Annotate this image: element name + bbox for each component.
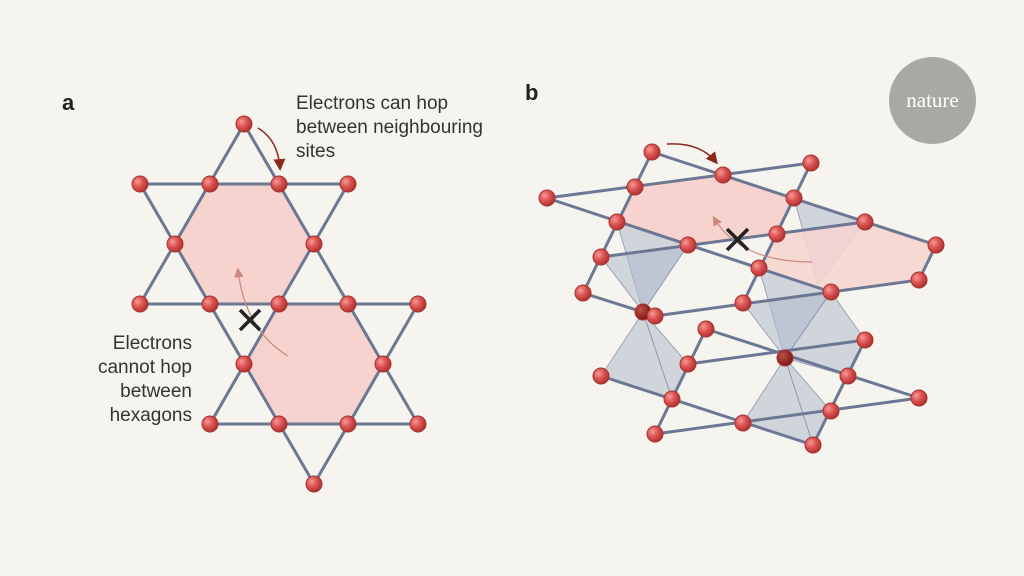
atom [785,189,803,207]
hexagon-lower [244,304,383,424]
atom [538,189,556,207]
atom [839,367,857,385]
atom [131,175,149,193]
atom [822,283,840,301]
atom [750,259,768,277]
atom [339,175,357,193]
atom [201,175,219,193]
atom [802,154,820,172]
atom [646,425,664,443]
atom [305,235,323,253]
hexagon-b1 [617,175,794,245]
hexagon-upper [175,184,314,304]
atom [374,355,392,373]
nature-logo: nature [889,57,976,144]
atom [270,175,288,193]
atom [166,235,184,253]
atom [339,295,357,313]
atom [305,475,323,493]
atom [201,295,219,313]
atom [910,271,928,289]
atom [663,390,681,408]
annotation-no-hop: Electrons cannot hop between hexagons [97,333,192,426]
blocked-hop-arrow-icon [234,267,289,357]
atom [270,295,288,313]
atom [776,349,794,367]
hexagon-b2 [759,222,936,292]
atom [714,166,732,184]
atom [131,295,149,313]
panel-b-lattice [538,143,945,454]
blocked-hop-arrow-b-icon [712,215,813,263]
atom [409,295,427,313]
atom [697,320,715,338]
cross-icon [238,308,262,332]
atom [235,355,253,373]
atom [270,415,288,433]
atom [339,415,357,433]
atom [201,415,219,433]
atom [734,294,752,312]
atom [235,115,253,133]
atom [856,331,874,349]
panel-a-label: a [62,90,75,115]
atom [646,307,664,325]
atom [768,225,786,243]
atom [910,389,928,407]
atom [679,355,697,373]
panel-a-lattice [131,115,427,493]
atom [574,284,592,302]
cross-b-icon [725,227,750,252]
atom [608,213,626,231]
atom [409,415,427,433]
atom [643,143,661,161]
atom [734,414,752,432]
hop-arrow-icon [257,127,286,171]
atom [927,236,945,254]
atom [856,213,874,231]
atom [679,236,697,254]
atom [592,248,610,266]
atom [822,402,840,420]
annotation-hop: Electrons can hop between neighbouring s… [296,93,483,162]
atom [592,367,610,385]
atom [626,178,644,196]
panel-b-label: b [525,80,539,105]
atom [804,436,822,454]
hop-arrow-b-icon [666,143,718,165]
